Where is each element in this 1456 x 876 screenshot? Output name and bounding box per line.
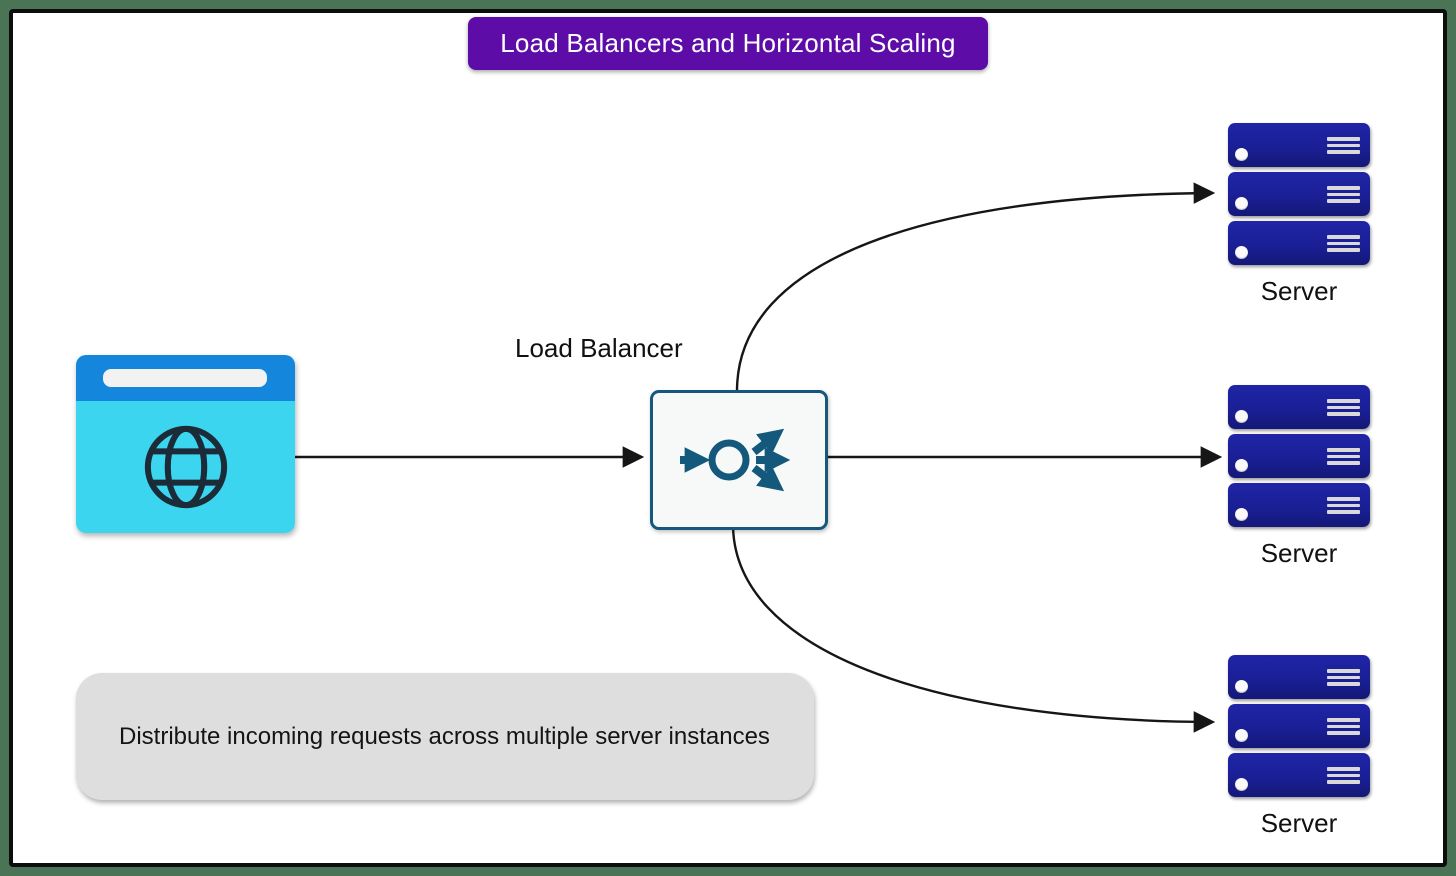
browser-globe-icon <box>144 425 227 509</box>
server-unit <box>1228 123 1370 167</box>
server-unit <box>1228 704 1370 748</box>
server-power-dot <box>1235 680 1248 693</box>
server-label: Server <box>1260 538 1338 568</box>
server-units <box>1228 655 1370 797</box>
server-vent-lines-icon <box>1327 399 1360 416</box>
server-power-dot <box>1235 459 1248 472</box>
server-vent-lines-icon <box>1327 767 1360 784</box>
server-unit <box>1228 655 1370 699</box>
server-unit <box>1228 483 1370 527</box>
server-power-dot <box>1235 778 1248 791</box>
server-unit <box>1228 221 1370 265</box>
server-stack-top: Server <box>1228 123 1370 307</box>
server-stack-middle: Server <box>1228 385 1370 569</box>
server-power-dot <box>1235 729 1248 742</box>
note-text: Distribute incoming requests across mult… <box>119 722 770 750</box>
server-power-dot <box>1235 148 1248 161</box>
server-vent-lines-icon <box>1327 235 1360 252</box>
server-power-dot <box>1235 197 1248 210</box>
server-vent-lines-icon <box>1327 186 1360 203</box>
client-browser <box>76 355 295 533</box>
load-balancer-node <box>650 390 828 530</box>
server-power-dot <box>1235 508 1248 521</box>
server-label: Server <box>1260 808 1338 838</box>
page-title: Load Balancers and Horizontal Scaling <box>500 28 956 58</box>
server-unit <box>1228 753 1370 797</box>
browser-titlebar <box>76 355 295 401</box>
arrow-lb-to-top-server <box>735 182 1216 392</box>
server-power-dot <box>1235 410 1248 423</box>
server-label: Server <box>1260 276 1338 306</box>
server-vent-lines-icon <box>1327 669 1360 686</box>
server-unit <box>1228 434 1370 478</box>
arrow-lb-to-bottom-server <box>731 523 1216 733</box>
title-banner: Load Balancers and Horizontal Scaling <box>468 17 988 70</box>
load-balancer-icon <box>680 428 791 492</box>
server-units <box>1228 123 1370 265</box>
server-stack-bottom: Server <box>1228 655 1370 839</box>
browser-body <box>76 401 295 533</box>
note-box: Distribute incoming requests across mult… <box>76 673 814 800</box>
server-units <box>1228 385 1370 527</box>
server-vent-lines-icon <box>1327 448 1360 465</box>
browser-address-bar <box>103 369 267 387</box>
server-vent-lines-icon <box>1327 137 1360 154</box>
load-balancer-label: Load Balancer <box>515 333 683 363</box>
server-unit <box>1228 172 1370 216</box>
server-vent-lines-icon <box>1327 497 1360 514</box>
server-power-dot <box>1235 246 1248 259</box>
server-unit <box>1228 385 1370 429</box>
server-vent-lines-icon <box>1327 718 1360 735</box>
